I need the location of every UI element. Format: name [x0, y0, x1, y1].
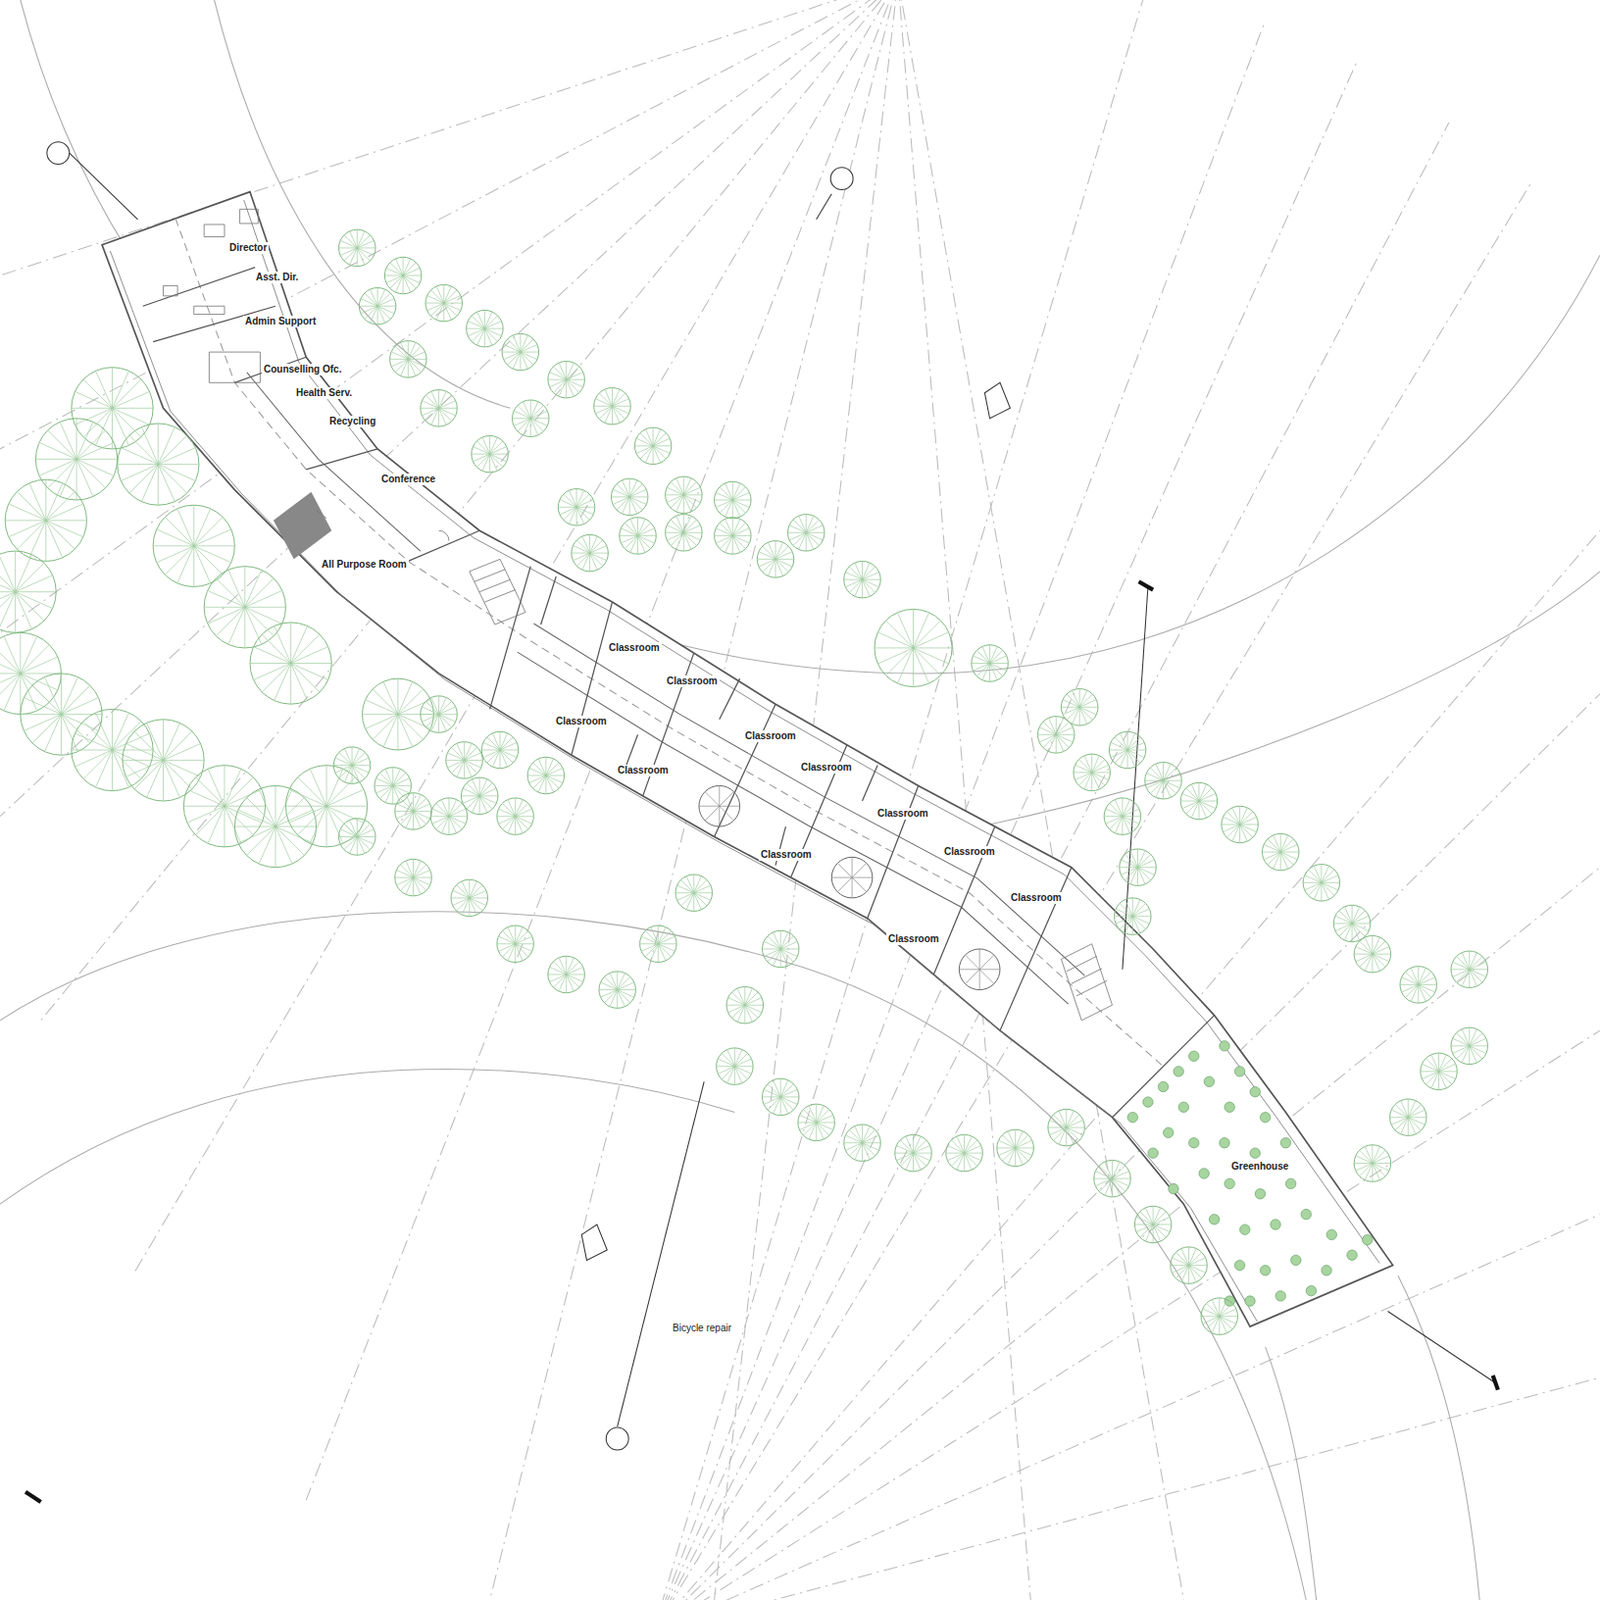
- room-name: All Purpose Room: [321, 558, 407, 570]
- room-name: Recycling: [329, 415, 376, 427]
- room-label: Classroom: [664, 675, 720, 688]
- room-label: Recycling: [327, 415, 378, 428]
- room-name: Classroom: [944, 846, 996, 857]
- room-label: Classroom: [743, 730, 799, 743]
- room-name: Health Serv.: [296, 387, 352, 399]
- room-name: Conference: [381, 473, 436, 485]
- room-name: Classroom: [608, 642, 660, 653]
- room-name: Classroom: [555, 715, 607, 727]
- room-label: Asst. Dir.: [253, 271, 300, 284]
- room-name: Classroom: [800, 761, 852, 773]
- site-label: Bicycle repair: [670, 1322, 734, 1335]
- room-label: Classroom: [875, 807, 931, 820]
- room-name: Classroom: [888, 933, 940, 945]
- room-name: Director: [229, 242, 267, 253]
- room-name: Greenhouse: [1231, 1160, 1289, 1172]
- room-label: Greenhouse: [1229, 1160, 1291, 1173]
- room-label: Classroom: [799, 761, 854, 774]
- room-label: Conference: [379, 473, 438, 486]
- room-label: Counselling Ofc.: [261, 363, 344, 376]
- room-name: Admin Support: [245, 315, 316, 327]
- room-label: Director: [227, 242, 269, 254]
- room-label: Classroom: [758, 849, 814, 861]
- room-label: Classroom: [886, 933, 942, 946]
- room-label: Classroom: [1008, 892, 1064, 904]
- room-name: Classroom: [617, 764, 669, 776]
- room-name: Classroom: [877, 807, 929, 819]
- room-name: Asst. Dir.: [255, 271, 299, 283]
- room-label: Classroom: [942, 846, 998, 858]
- room-label: All Purpose Room: [319, 558, 409, 571]
- room-label: Health Serv.: [294, 387, 354, 400]
- room-name: Classroom: [666, 675, 718, 687]
- room-name: Counselling Ofc.: [263, 363, 342, 375]
- room-name: Classroom: [1010, 892, 1062, 903]
- room-label: Admin Support: [243, 315, 318, 328]
- room-label: Classroom: [606, 642, 662, 654]
- room-label: Classroom: [615, 764, 671, 777]
- room-label: Classroom: [553, 715, 609, 728]
- room-name: Classroom: [760, 849, 812, 860]
- room-name: Classroom: [745, 730, 797, 742]
